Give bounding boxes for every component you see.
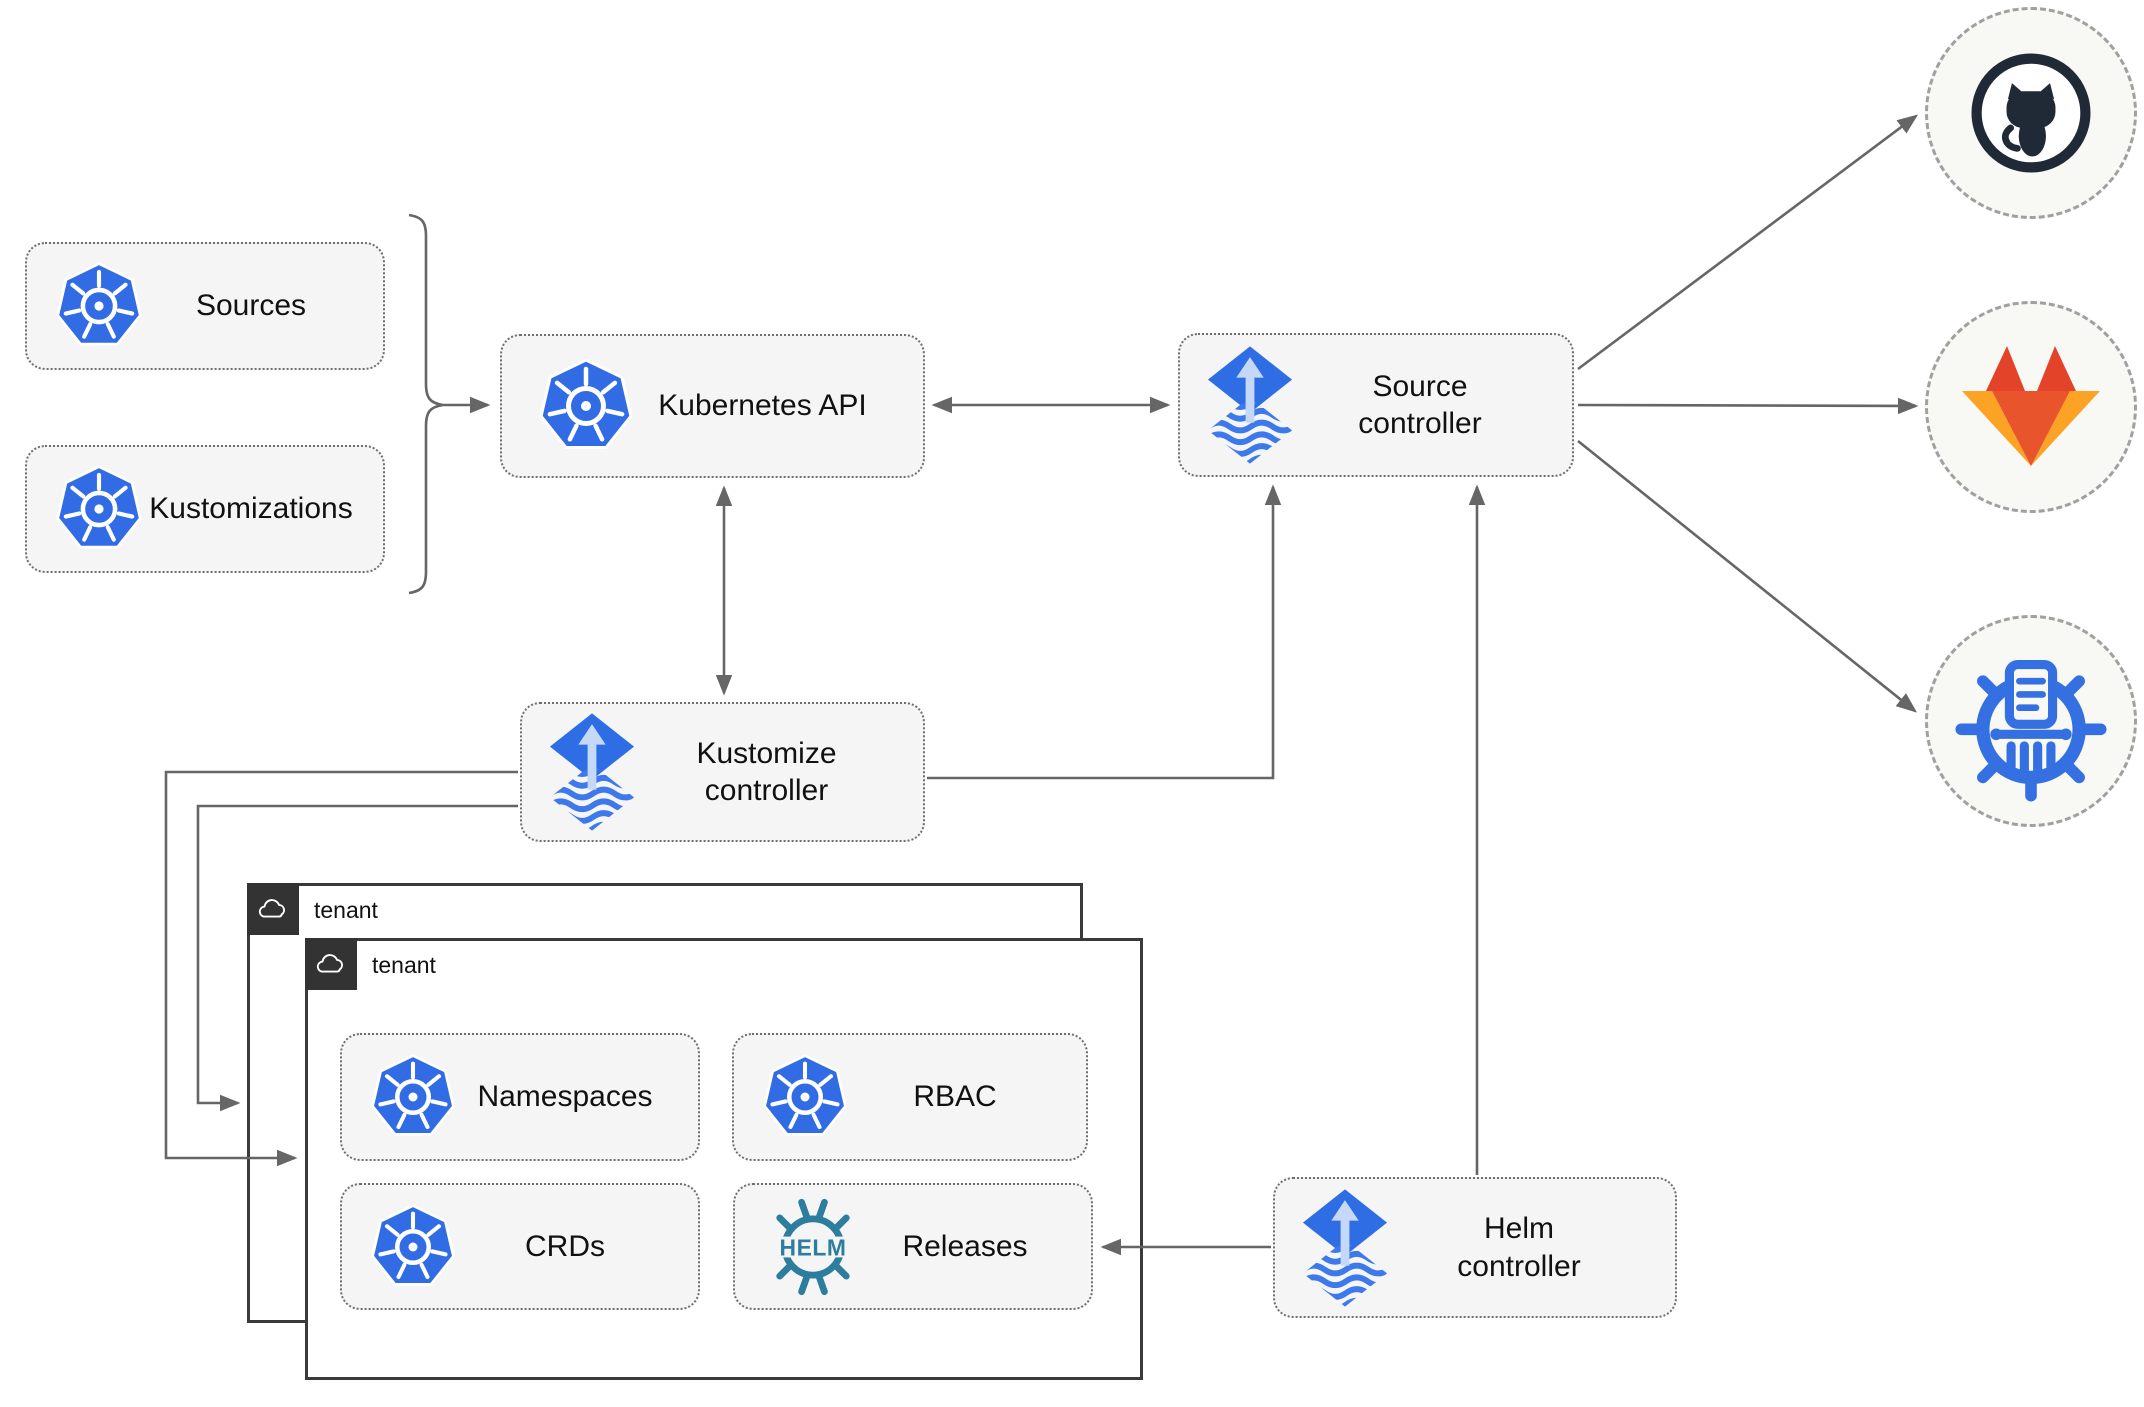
gitlab-icon — [1962, 345, 2100, 466]
node-label: Kubernetes API — [658, 389, 867, 423]
node-crds: CRDs — [340, 1183, 700, 1310]
node-kubernetes-api: Kubernetes API — [500, 334, 925, 478]
node-sources: Sources — [25, 242, 385, 370]
node-kustomize-controller: Kustomize controller — [520, 702, 925, 842]
node-label: Sources — [195, 289, 307, 323]
flux-icon — [548, 713, 636, 831]
node-label: Namespaces — [477, 1080, 653, 1114]
tenant-label: tenant — [314, 897, 378, 923]
arrow-kustomize-to-source — [927, 484, 1282, 780]
kubernetes-icon — [53, 463, 145, 555]
node-kustomizations: Kustomizations — [25, 445, 385, 573]
github-icon — [1971, 53, 2091, 173]
cloud-icon — [258, 899, 285, 918]
node-namespaces: Namespaces — [340, 1033, 700, 1161]
arrow-source-to-chartmuseum — [1577, 439, 1918, 713]
node-label: CRDs — [525, 1229, 605, 1263]
flux-icon — [1206, 346, 1294, 464]
node-label: RBAC — [913, 1080, 997, 1114]
kubernetes-icon — [368, 1052, 458, 1142]
node-source-controller: Source controller — [1178, 333, 1574, 477]
arrow-source-to-github — [1577, 114, 1919, 371]
chartmuseum-icon — [1955, 659, 2107, 802]
node-label: Kustomize controller — [696, 736, 837, 808]
tenant-header — [305, 938, 357, 990]
node-label: Releases — [902, 1229, 1028, 1263]
tenant-header — [247, 883, 299, 935]
node-helm-controller: Helm controller — [1273, 1177, 1677, 1318]
kubernetes-icon — [536, 356, 636, 456]
bracket-sources-group — [408, 213, 444, 595]
helm-icon: HELM — [761, 1195, 865, 1299]
arrow-source-to-gitlab — [1577, 397, 1919, 415]
node-label: Source controller — [1358, 369, 1482, 441]
flux-icon — [1301, 1188, 1389, 1307]
node-label: Helm controller — [1457, 1212, 1581, 1283]
node-label: Kustomizations — [149, 492, 353, 526]
endpoint-gitlab — [1925, 301, 2137, 513]
node-releases: HELM Releases — [733, 1183, 1093, 1310]
kubernetes-icon — [53, 260, 145, 352]
kubernetes-icon — [368, 1202, 458, 1292]
kubernetes-icon — [760, 1052, 850, 1142]
node-rbac: RBAC — [732, 1033, 1088, 1161]
endpoint-github — [1925, 7, 2137, 219]
cloud-icon — [316, 954, 343, 973]
endpoint-chartmuseum — [1925, 615, 2137, 827]
tenant-label: tenant — [372, 952, 436, 978]
helm-logo-text: HELM — [780, 1234, 847, 1260]
